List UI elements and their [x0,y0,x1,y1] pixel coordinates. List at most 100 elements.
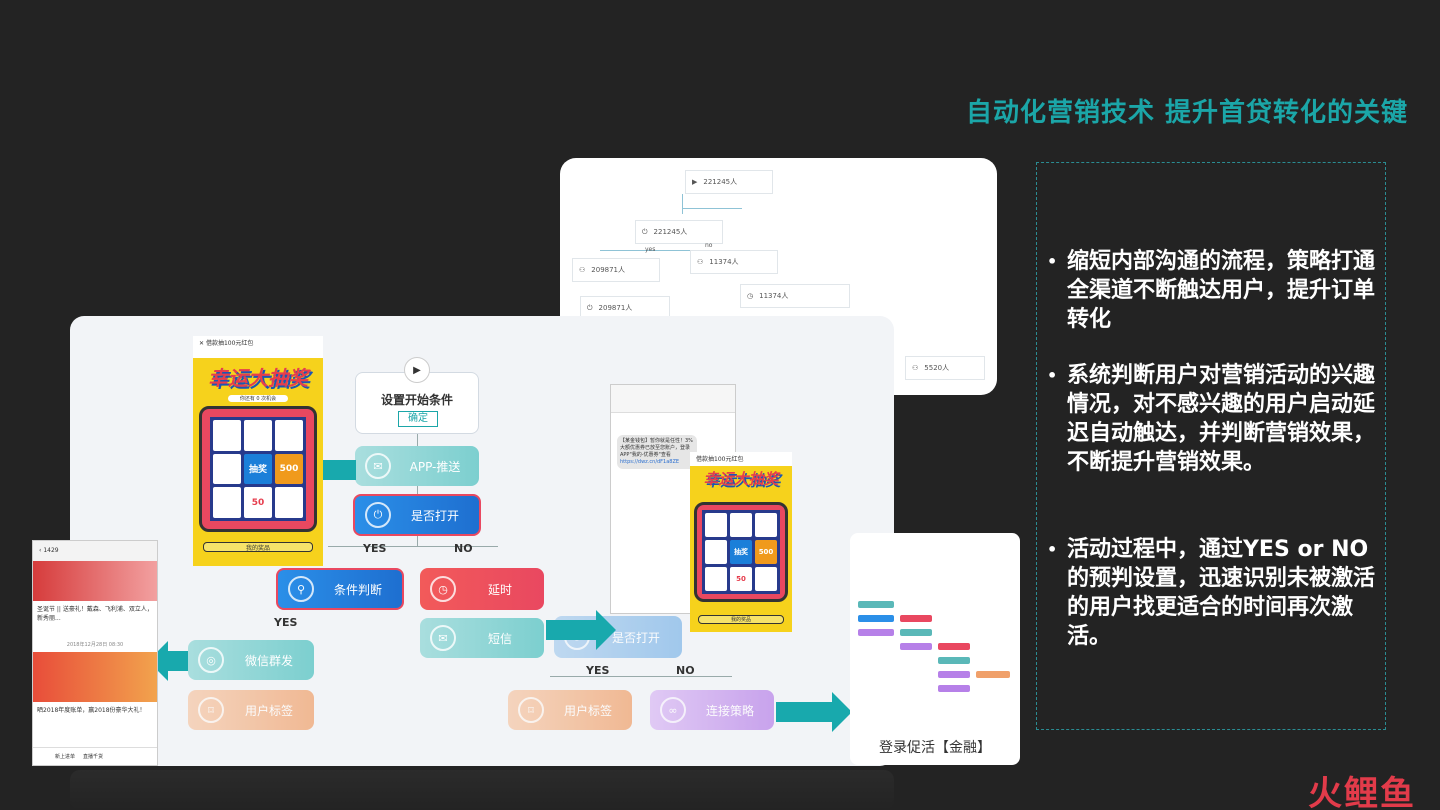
prize-cell: 500 [275,453,303,485]
tag-icon: ⌑ [198,697,224,723]
prize-cell [213,453,241,485]
mini-node [976,671,1010,678]
bullet-dot: • [1047,366,1058,385]
lottery-grid: 抽奖 500 50 [702,510,780,594]
prize-cell [730,513,752,537]
power-icon: ⏻ [642,227,648,236]
mini-node [900,643,932,650]
sms-bubble: 【某金钱包】暂你就是任性！3%大额优惠券已放至您账户，登录APP"我的-优惠券"… [617,435,697,469]
slide-title: 自动化营销技术 提升首贷转化的关键 [965,98,1408,128]
menu-item[interactable]: 直播千货 [83,754,104,760]
bullets-box: • 缩短内部沟通的流程，策略打通全渠道不断触达用户，提升订单转化 • 系统判断用… [1036,162,1386,730]
arrow-to-wechat [148,641,188,681]
user-icon: ⚇ [697,258,704,266]
prize-cell [213,487,241,518]
wechat-group-node[interactable]: ◎微信群发 [188,640,314,680]
mini-node [900,629,932,636]
lottery-phone-small: 借款抽100元红包 幸运大抽奖 抽奖 500 50 我的奖品 [690,452,792,632]
tree-line [682,208,742,209]
lottery-phone: ✕ 借款抽100元红包 幸运大抽奖 你还有 0 次机会 抽奖 500 50 我的… [193,336,323,566]
my-prizes-button[interactable]: 我的奖品 [203,542,313,552]
news-menu: 新上进单 直播千货 [33,747,157,765]
reflection [70,770,894,810]
connector [417,536,418,546]
sms-header [611,385,735,413]
menu-item[interactable]: 新上进单 [55,754,76,760]
prize-cell [755,513,777,537]
no-label: no [705,242,713,249]
mini-node [938,685,970,692]
tree-line [682,194,683,214]
lottery-header: ✕ 借款抽100元红包 [193,336,323,358]
draw-button[interactable]: 抽奖 [244,453,272,485]
start-title: 设置开始条件 [380,393,453,407]
sms-node[interactable]: ✉短信 [420,618,544,658]
draw-button[interactable]: 抽奖 [730,540,752,564]
bullet-dot: • [1047,540,1058,559]
wechat-news-phone: ‹ 1429 圣诞节 || 送豪礼！戴森、飞利浦、双立人，新秀丽... 2018… [32,540,158,766]
yes-label: yes [645,246,656,253]
prize-cell [244,420,272,451]
tree-line [600,250,710,251]
lottery-title: 幸运大抽奖 [208,366,308,390]
tree-node: ⚇11374人 [690,250,778,274]
arrow-to-sms [546,610,616,650]
news-item[interactable]: 圣诞节 || 送豪礼！戴森、飞利浦、双立人，新秀丽... [37,606,153,622]
user-tag2-node[interactable]: ⌑用户标签 [508,690,632,730]
mini-node [858,615,894,622]
play-icon: ▶ [692,178,698,186]
mini-node [858,629,894,636]
lottery-title: 幸运大抽奖 [703,470,779,488]
yes-label: YES [274,616,298,629]
condition-node[interactable]: ⚲条件判断 [276,568,404,610]
branch-icon: ⚲ [288,576,314,602]
news-item[interactable]: 晒2018年度账单，赢2018份豪华大礼！ [37,707,146,714]
user-icon: ⚇ [912,364,919,372]
prize-cell: 500 [755,540,777,564]
no-label: NO [454,542,473,555]
sms-link[interactable]: https://dwz.cn/dF1a8ZE [620,459,680,465]
lottery-machine: 抽奖 500 50 [694,502,788,602]
lottery-chances: 你还有 0 次机会 [228,395,288,402]
mini-node [938,643,970,650]
news-date: 2018年12月28日 08:30 [66,642,124,648]
prize-cell: 50 [730,567,752,591]
confirm-button[interactable]: 确定 [398,411,438,427]
bullet-dot: • [1047,252,1058,271]
play-icon: ▶ [404,357,430,383]
login-caption: 登录促活【金融】 [879,740,991,756]
link-strategy-node[interactable]: ∞连接策略 [650,690,774,730]
mini-node [938,657,970,664]
connector [417,434,418,446]
prize-cell [705,513,727,537]
app-push-node[interactable]: ✉APP-推送 [355,446,479,486]
bullet-text: 系统判断用户对营销活动的兴趣情况，对不感兴趣的用户启动延迟自动触达，并判断营销效… [1067,363,1376,475]
tree-node: ⚇5520人 [905,356,985,380]
my-prizes-button[interactable]: 我的奖品 [698,615,784,624]
yes-label: YES [363,542,387,555]
bullet-3: • 活动过程中，通过YES or NO的预判设置，迅速识别未被激活的用户找更适合… [1047,535,1377,651]
tree-node: ⚇209871人 [572,258,660,282]
login-activation-card: 登录促活【金融】 [850,533,1020,765]
wechat-icon: ◎ [198,647,224,673]
delay-node[interactable]: ◷延时 [420,568,544,610]
no-label: NO [676,664,695,677]
prize-cell [275,420,303,451]
close-icon: ✕ [199,340,206,347]
connector [550,676,732,677]
opened-node[interactable]: ⏻是否打开 [353,494,481,536]
mini-node [900,615,932,622]
prize-cell [755,567,777,591]
power-icon: ⏻ [365,502,391,528]
bullet-text: 缩短内部沟通的流程，策略打通全渠道不断触达用户，提升订单转化 [1067,249,1376,332]
brand-logo: 火鲤鱼 [1308,774,1416,810]
link-icon: ∞ [660,697,686,723]
lottery-header: 借款抽100元红包 [690,452,792,466]
start-condition-node[interactable]: ▶ 设置开始条件 确定 [355,357,479,434]
prize-cell [705,567,727,591]
bullet-2: • 系统判断用户对营销活动的兴趣情况，对不感兴趣的用户启动延迟自动触达，并判断营… [1047,361,1377,477]
tree-node: ▶221245人 [685,170,773,194]
mini-node [938,671,970,678]
arrow-to-login [776,692,852,732]
user-tag-node[interactable]: ⌑用户标签 [188,690,314,730]
